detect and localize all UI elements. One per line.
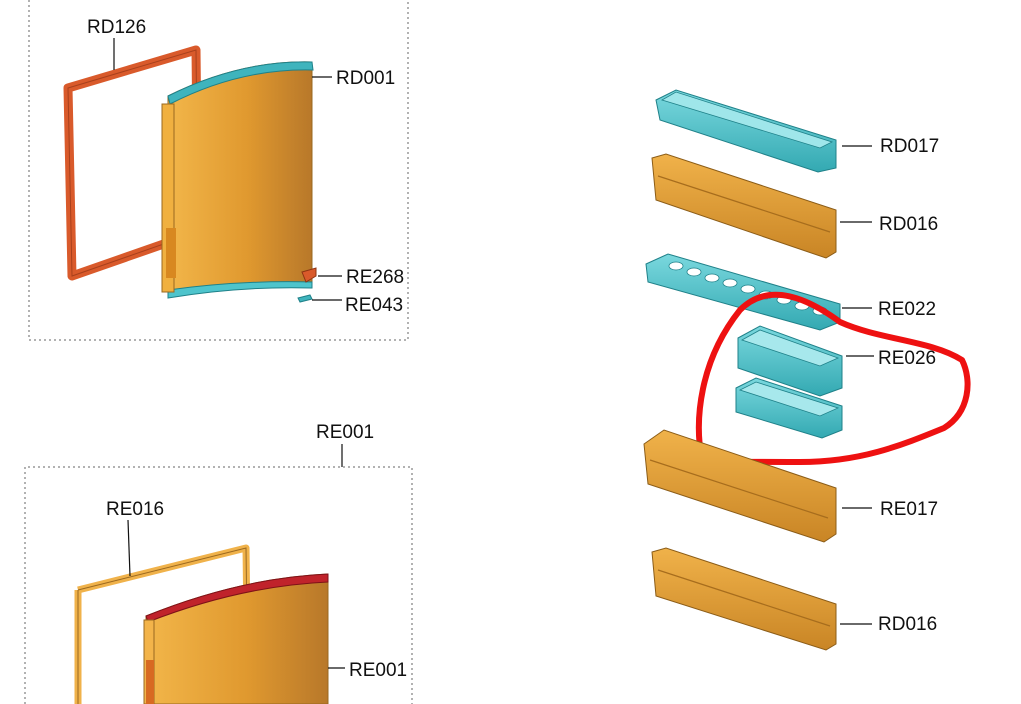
label-re001-door: RE001 [349, 660, 407, 681]
label-re043: RE043 [345, 295, 403, 316]
re043-clip-part [297, 294, 313, 303]
rd016-bottom-bin-part [651, 547, 837, 651]
label-rd016-bottom: RD016 [878, 614, 937, 635]
re001-door-part [143, 573, 329, 704]
re026-small-bins-part [735, 325, 843, 439]
top-left-group-frame [28, 0, 409, 341]
rd001-door-part [161, 61, 314, 299]
re017-bin-part [643, 429, 837, 543]
label-re022: RE022 [878, 299, 936, 320]
label-re017: RE017 [880, 499, 938, 520]
label-re268: RE268 [346, 267, 404, 288]
label-rd001: RD001 [336, 68, 395, 89]
rd016-top-bin-part [651, 153, 837, 259]
label-re016: RE016 [106, 499, 164, 520]
label-rd017: RD017 [880, 136, 939, 157]
re022-egg-tray-part [645, 253, 841, 331]
label-re001-group: RE001 [316, 422, 374, 443]
label-rd126: RD126 [87, 17, 146, 38]
re016-leader [127, 519, 131, 577]
label-re026: RE026 [878, 348, 936, 369]
re268-hinge-part [301, 267, 317, 283]
bottom-left-group-frame [24, 466, 413, 704]
rd017-shelf-part [655, 89, 837, 173]
label-rd016-top: RD016 [879, 214, 938, 235]
highlight-circle [695, 291, 971, 465]
